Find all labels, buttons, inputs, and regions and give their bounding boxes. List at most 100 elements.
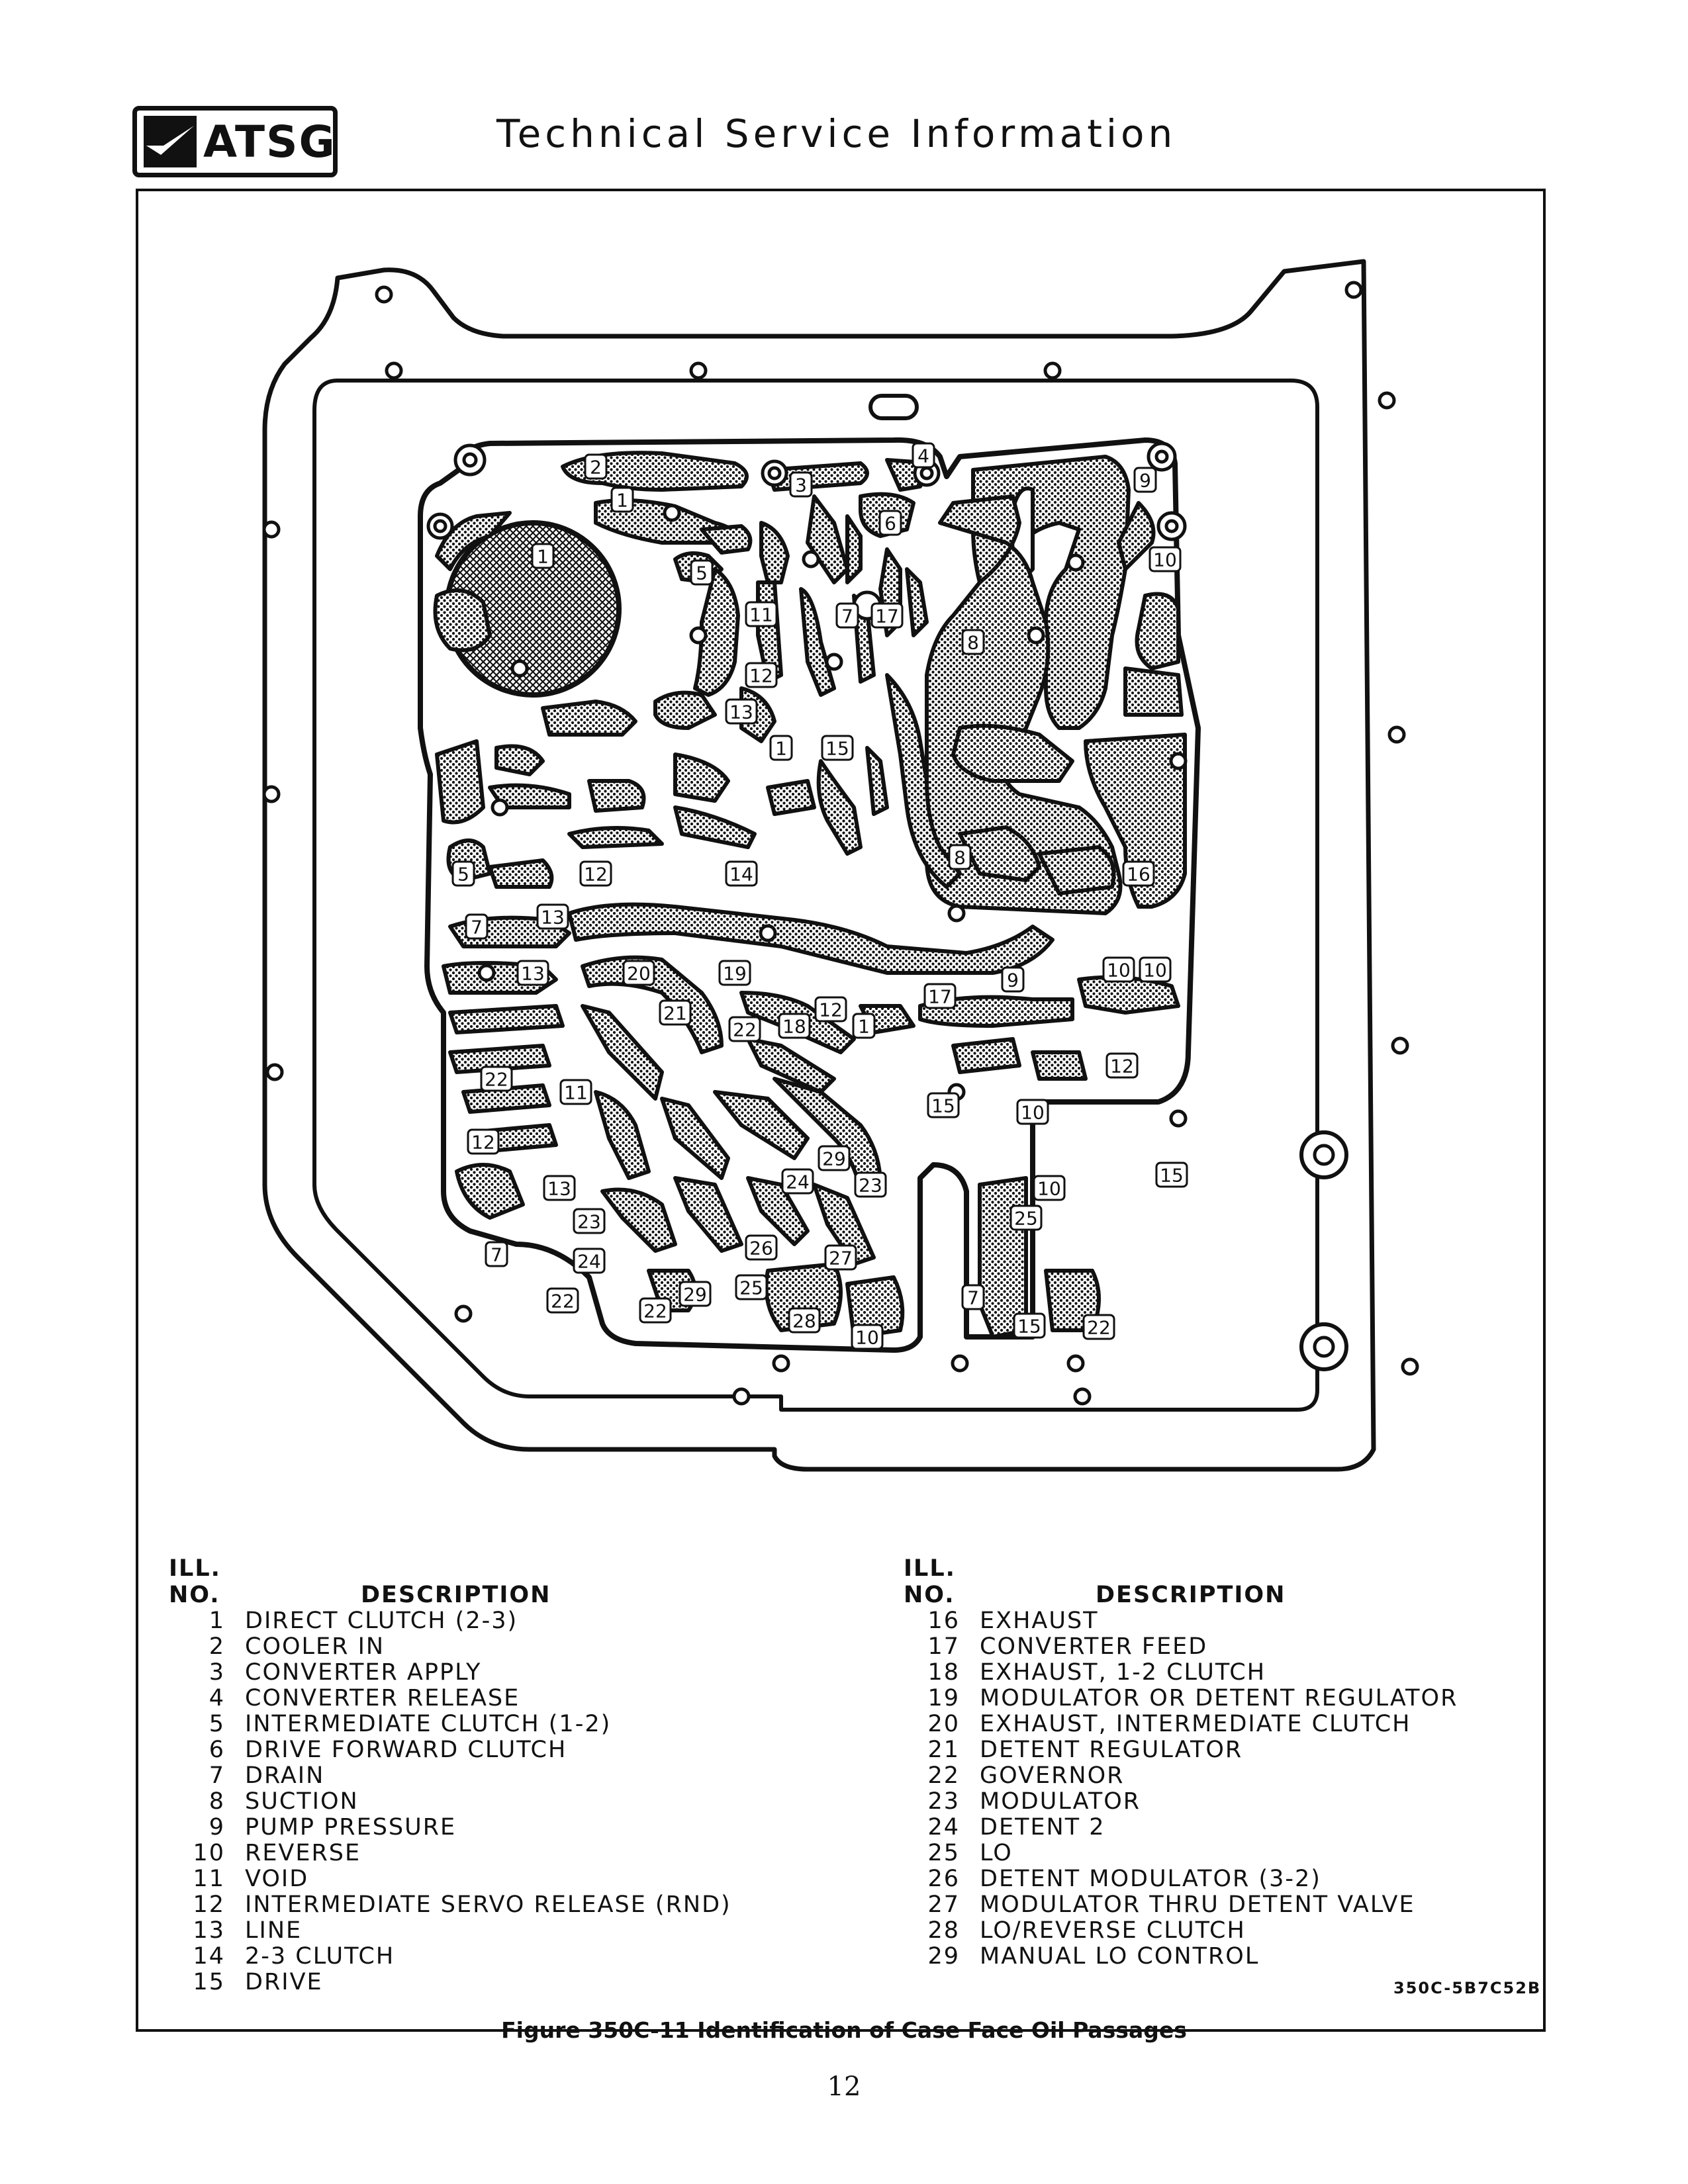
legend-item-number: 10: [193, 1840, 225, 1866]
heading-ill: ILL.: [904, 1555, 956, 1582]
legend-item-number: 27: [927, 1891, 960, 1918]
passage-label-box: [639, 1297, 672, 1324]
passage-label-box: [1082, 1314, 1115, 1340]
passage-label: 9: [1139, 470, 1151, 492]
passage-label-box: [821, 735, 854, 761]
passage-label: 10: [855, 1327, 879, 1349]
passage-label-box: [735, 1274, 768, 1300]
passage-label: 22: [551, 1291, 575, 1312]
legend-item-description: REVERSE: [245, 1840, 361, 1866]
legend-item-description: VOID: [245, 1866, 309, 1892]
passage-label-box: [465, 913, 489, 940]
passage-label-box: [961, 629, 985, 655]
legend-item-description: INTERMEDIATE SERVO RELEASE (RND): [245, 1891, 731, 1918]
passage-label: 19: [723, 963, 747, 985]
legend-item-number: 7: [209, 1762, 225, 1789]
legend-item-description: 2-3 CLUTCH: [245, 1943, 395, 1970]
passage-label-box: [1155, 1161, 1188, 1188]
passage-label: 26: [749, 1238, 773, 1259]
passage-label: 1: [858, 1016, 870, 1038]
passage-label-box: [451, 860, 475, 887]
legend-item-description: EXHAUST, INTERMEDIATE CLUTCH: [980, 1711, 1411, 1737]
heading-ill: ILL.: [169, 1555, 221, 1582]
legend-item-description: CONVERTER RELEASE: [245, 1685, 520, 1711]
passage-label: 15: [1017, 1316, 1041, 1338]
passage-label: 29: [822, 1148, 846, 1170]
legend-item-number: 3: [209, 1659, 225, 1686]
passage-label-box: [778, 1013, 811, 1039]
passage-label-box: [573, 1208, 606, 1234]
passage-label: 25: [1014, 1208, 1038, 1230]
passage-label: 7: [471, 917, 483, 938]
passage-label: 7: [491, 1244, 502, 1266]
passage-label-box: [610, 486, 634, 513]
passage-label-box: [1105, 1052, 1139, 1079]
legend-item-description: COOLER IN: [245, 1633, 385, 1660]
legend-item: 11 VOID: [169, 1866, 731, 1892]
case-outline: [262, 259, 1376, 1472]
passage-label: 25: [739, 1277, 763, 1299]
passage-label-box: [789, 471, 813, 498]
legend-item-number: 26: [927, 1866, 960, 1892]
passage-label-box: [745, 662, 778, 688]
valve-body-holes: [426, 441, 1188, 1373]
figure-frame: [136, 189, 1546, 2032]
passage-label: 15: [931, 1095, 955, 1117]
passage-label-box: [536, 903, 569, 930]
legend-item: 27 MODULATOR THRU DETENT VALVE: [904, 1892, 1458, 1918]
passage-label-box: [725, 698, 758, 725]
passage-label-box: [480, 1066, 513, 1092]
legend-ill-no-heading: ILL. NO.: [904, 1555, 983, 1608]
figure-caption: Figure 350C-11 Identification of Case Fa…: [501, 2017, 1187, 2043]
logo-text: ATSG: [203, 116, 336, 167]
passage-label-box: [1139, 956, 1172, 983]
legend-item-description: DRIVE FORWARD CLUTCH: [245, 1737, 567, 1763]
passage-label: 27: [829, 1248, 853, 1269]
legend-item-number: 18: [927, 1659, 960, 1686]
passage-label: 1: [775, 738, 787, 760]
legend-item-number: 15: [193, 1969, 225, 1995]
legend-item-description: MODULATOR THRU DETENT VALVE: [980, 1891, 1415, 1918]
legend-item-description: CONVERTER APPLY: [245, 1659, 482, 1686]
passage-label: 14: [729, 864, 753, 886]
passage-label: 20: [627, 963, 651, 985]
legend-item-number: 17: [927, 1633, 960, 1660]
passage-label-box: [579, 860, 612, 887]
passage-label: 8: [967, 632, 979, 654]
passage-label-box: [961, 1284, 985, 1310]
passage-label-box: [728, 1016, 761, 1042]
legend-item-number: 13: [193, 1917, 225, 1944]
passage-label: 7: [841, 606, 853, 627]
passage-label-box: [467, 1128, 500, 1155]
passage-label-box: [769, 735, 793, 761]
passage-label-box: [725, 860, 758, 887]
passage-label-box: [1122, 860, 1155, 887]
legend-item-number: 11: [193, 1866, 225, 1892]
passage-label: 9: [1007, 970, 1019, 991]
passage-label-box: [659, 999, 692, 1026]
legend-item-description: DRIVE: [245, 1969, 323, 1995]
legend-ill-no-heading: ILL. NO.: [169, 1555, 248, 1608]
passage-label: 8: [954, 847, 966, 869]
passage-label: 13: [729, 702, 753, 723]
passage-label: 12: [1110, 1056, 1134, 1077]
passage-label-box: [818, 1145, 851, 1171]
passage-label: 16: [1127, 864, 1150, 886]
passage-label: 22: [643, 1300, 667, 1322]
passage-label-box: [835, 602, 859, 629]
